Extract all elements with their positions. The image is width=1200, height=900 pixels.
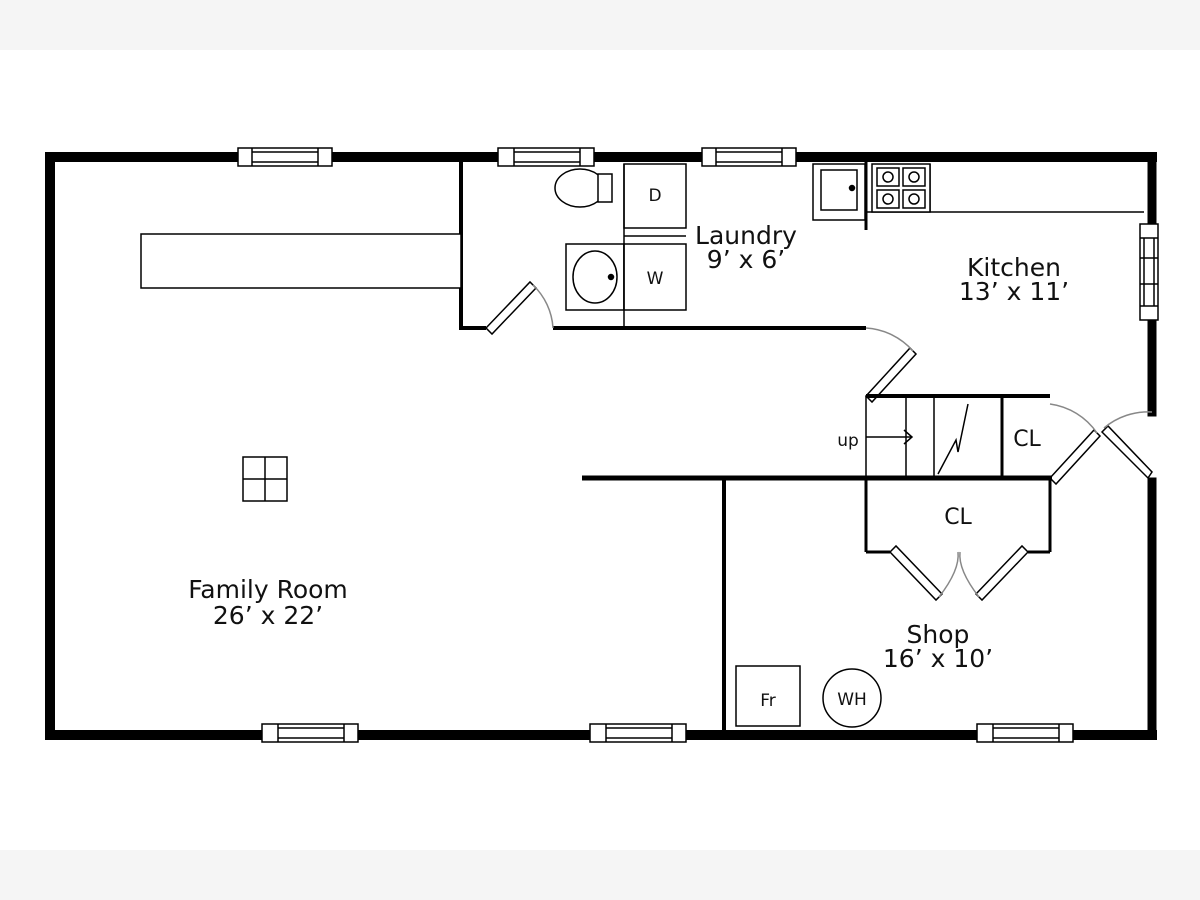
kitchen-fixtures — [812, 163, 1144, 221]
window-north-2 — [497, 147, 595, 167]
closet-lower-bifold-door[interactable] — [888, 544, 1030, 602]
exterior-east-door[interactable] — [1100, 411, 1153, 480]
kitchen-door[interactable] — [864, 327, 918, 404]
furnace — [735, 665, 801, 727]
closet-lower-label: CL — [944, 505, 972, 530]
family-room-name: Family Room — [188, 575, 348, 604]
laundry-size: 9’ x 6’ — [707, 245, 785, 274]
water-heater — [822, 668, 882, 728]
room-label-family: Family Room 26’ x 22’ — [188, 575, 348, 630]
family-fixtures — [140, 233, 462, 502]
window-north-1 — [237, 147, 333, 167]
window-south-2 — [589, 723, 687, 743]
built-in-counter — [140, 233, 462, 289]
window-north-3 — [701, 147, 797, 167]
doors — [484, 280, 1153, 602]
kitchen-name: Kitchen — [967, 253, 1061, 282]
closet-upper-door[interactable] — [1048, 403, 1102, 486]
shop-fixtures — [735, 665, 882, 728]
shop-name: Shop — [907, 620, 970, 649]
washer-label: W — [647, 269, 664, 289]
room-label-shop: Shop 16’ x 10’ — [883, 620, 993, 673]
kitchen-sink — [812, 163, 866, 221]
kitchen-size: 13’ x 11’ — [959, 277, 1069, 306]
water-heater-label: WH — [837, 690, 867, 710]
stairs-up-label: up — [837, 431, 859, 451]
windows — [237, 147, 1159, 743]
stove — [871, 163, 931, 213]
furnace-label: Fr — [760, 691, 776, 711]
washer — [623, 243, 687, 311]
family-room-size: 26’ x 22’ — [213, 601, 323, 630]
floor-vent — [242, 456, 288, 502]
stair-break-icon — [937, 403, 969, 475]
window-south-1 — [261, 723, 359, 743]
dryer-label: D — [648, 186, 661, 206]
shop-size: 16’ x 10’ — [883, 644, 993, 673]
window-east — [1139, 223, 1159, 321]
window-south-3 — [976, 723, 1074, 743]
laundry-name: Laundry — [695, 221, 797, 250]
floor-plan: Family Room 26’ x 22’ Laundry 9’ x 6’ Ki… — [45, 147, 1159, 743]
room-label-kitchen: Kitchen 13’ x 11’ — [959, 253, 1069, 306]
laundry-door[interactable] — [484, 280, 554, 336]
laundry-sink — [565, 243, 625, 311]
arrow-right-icon — [903, 429, 914, 445]
closet-upper-label: CL — [1013, 427, 1041, 452]
stairs[interactable] — [865, 396, 969, 478]
laundry-fixtures — [554, 163, 687, 328]
toilet — [554, 168, 613, 208]
room-label-laundry: Laundry 9’ x 6’ — [695, 221, 797, 274]
floor-plan-canvas: Family Room 26’ x 22’ Laundry 9’ x 6’ Ki… — [0, 50, 1200, 850]
